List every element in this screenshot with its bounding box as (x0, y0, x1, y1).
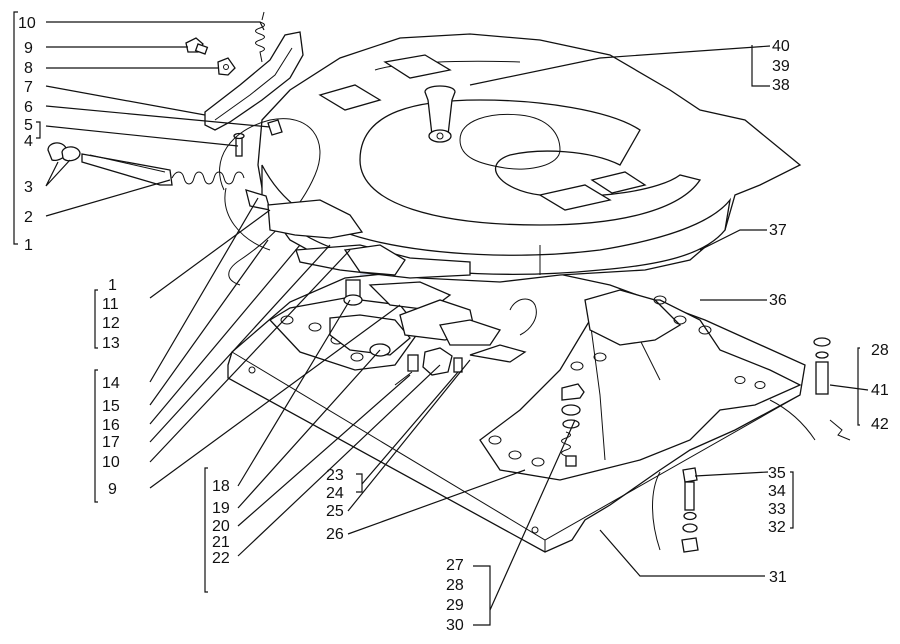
callout-27: 27 (446, 557, 464, 574)
callout-32: 32 (768, 519, 786, 536)
callout-6: 6 (24, 99, 33, 116)
callout-38: 38 (772, 77, 790, 94)
callout-10: 10 (18, 15, 36, 32)
leader-lines (13, 11, 869, 626)
callout-17: 17 (102, 434, 120, 451)
callout-20: 20 (212, 518, 230, 535)
callout-34: 34 (768, 483, 786, 500)
locking-jaw (267, 199, 537, 363)
callout-1: 1 (24, 237, 33, 254)
callout-25: 25 (326, 503, 344, 520)
callout-22: 22 (212, 550, 230, 567)
callout-41: 41 (871, 382, 889, 399)
callout-14: 14 (102, 375, 120, 392)
callout-4: 4 (24, 133, 33, 150)
release-cable (219, 118, 321, 286)
callout-3: 3 (24, 179, 33, 196)
callout-40: 40 (772, 38, 790, 55)
callout-19: 19 (212, 500, 230, 517)
callout-18: 18 (212, 478, 230, 495)
fifth-wheel-plate (257, 33, 802, 283)
callout-2: 2 (24, 209, 33, 226)
callout-26: 26 (326, 526, 344, 543)
bolt-stack-41-42 (813, 337, 851, 441)
callout-36: 36 (769, 292, 787, 309)
callout-28: 28 (446, 577, 464, 594)
callout-24: 24 (326, 485, 344, 502)
frame-rails (652, 399, 816, 551)
callout-29: 29 (446, 597, 464, 614)
handle-lever (204, 31, 304, 136)
bolt-9 (185, 37, 209, 55)
callout-5: 5 (24, 117, 33, 134)
callout-30: 30 (446, 617, 464, 634)
callout-39: 39 (772, 58, 790, 75)
callout-1-b: 1 (108, 277, 117, 294)
callout-42: 42 (871, 416, 889, 433)
bolt-stack-32-35 (681, 467, 699, 553)
callout-9: 9 (24, 40, 33, 57)
callout-13: 13 (102, 335, 120, 352)
callout-31: 31 (769, 569, 787, 586)
callout-15: 15 (102, 398, 120, 415)
right-bracket (479, 289, 802, 481)
callout-labels: 10 9 8 7 6 5 4 3 2 1 1 11 12 13 14 15 16… (18, 15, 889, 634)
spring (255, 11, 265, 63)
callout-37: 37 (769, 222, 787, 239)
callout-11: 11 (102, 296, 119, 313)
pin-5 (233, 132, 245, 157)
washer-8 (217, 57, 236, 76)
callout-12: 12 (102, 315, 120, 332)
callout-23: 23 (326, 467, 344, 484)
callout-8: 8 (24, 60, 33, 77)
callout-16: 16 (102, 417, 120, 434)
bolt-stack-27-30 (561, 383, 585, 467)
callout-10-b: 10 (102, 454, 120, 471)
callout-21: 21 (212, 534, 230, 551)
callout-33: 33 (768, 501, 786, 518)
callout-28-b: 28 (871, 342, 889, 359)
callout-9-b: 9 (108, 481, 117, 498)
callout-35: 35 (768, 465, 786, 482)
callout-7: 7 (24, 79, 33, 96)
